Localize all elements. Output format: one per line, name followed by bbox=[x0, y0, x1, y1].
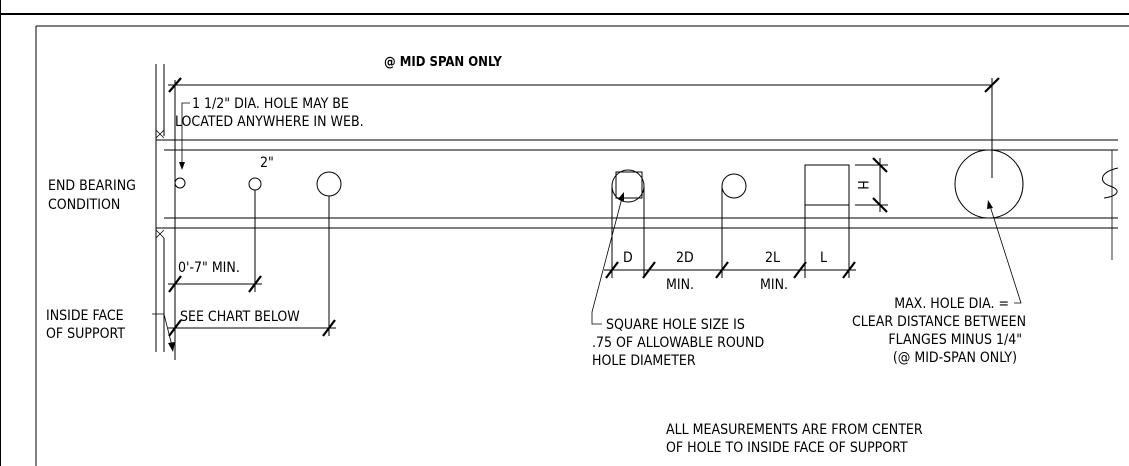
round-hole-small bbox=[721, 173, 747, 199]
web-holes bbox=[174, 149, 1024, 219]
small-hole-note: 1 1/2" DIA. HOLE MAY BE LOCATED ANYWHERE… bbox=[175, 96, 364, 170]
support-wall bbox=[155, 64, 165, 352]
square-hole-inset bbox=[615, 171, 643, 199]
square-hole-note: SQUARE HOLE SIZE IS .75 OF ALLOWABLE ROU… bbox=[591, 192, 764, 369]
see-chart-label: SEE CHART BELOW bbox=[180, 309, 300, 325]
height-dimension: H bbox=[854, 157, 888, 213]
max-hole-line2: CLEAR DISTANCE BETWEEN bbox=[852, 314, 1026, 330]
dim-2D: 2D bbox=[676, 250, 694, 266]
min-7in-label: 0'-7" MIN. bbox=[178, 260, 240, 276]
end-bearing-line1: END BEARING bbox=[48, 178, 136, 194]
inside-face-line1: INSIDE FACE bbox=[46, 308, 124, 324]
all-measurements-line2: OF HOLE TO INSIDE FACE OF SUPPORT bbox=[666, 440, 908, 456]
min-label-2: MIN. bbox=[760, 277, 788, 293]
dim-H: H bbox=[854, 180, 870, 189]
max-hole-note: MAX. HOLE DIA. = CLEAR DISTANCE BETWEEN … bbox=[852, 200, 1026, 366]
square-note-line3: HOLE DIAMETER bbox=[592, 353, 696, 369]
inside-face-line2: OF SUPPORT bbox=[46, 326, 125, 342]
max-round-hole bbox=[954, 149, 1024, 219]
dim-2L: 2L bbox=[765, 250, 780, 266]
min-7in-dimension: 0'-7" MIN. bbox=[168, 190, 262, 293]
dim-2in: 2" bbox=[260, 155, 274, 171]
square-note-line1: SQUARE HOLE SIZE IS bbox=[606, 317, 745, 333]
max-hole-line3: FLANGES MINUS 1/4" bbox=[888, 332, 1022, 348]
square-hole bbox=[804, 164, 850, 206]
square-note-line2: .75 OF ALLOWABLE ROUND bbox=[592, 335, 764, 351]
hole-note-line2: LOCATED ANYWHERE IN WEB. bbox=[175, 114, 364, 130]
hole-note-line1: 1 1/2" DIA. HOLE MAY BE bbox=[192, 96, 349, 112]
small-hole-2 bbox=[248, 177, 262, 191]
all-measurements-line1: ALL MEASUREMENTS ARE FROM CENTER bbox=[666, 422, 923, 438]
mid-span-dimension: @ MID SPAN ONLY bbox=[168, 55, 1000, 360]
end-bearing-line2: CONDITION bbox=[48, 197, 120, 213]
dim-L: L bbox=[820, 250, 827, 266]
round-hole-3 bbox=[316, 171, 342, 197]
inside-face-note: INSIDE FACE OF SUPPORT bbox=[46, 308, 175, 352]
round-hole-with-square bbox=[611, 169, 645, 203]
mid-span-label: @ MID SPAN ONLY bbox=[384, 55, 502, 70]
i-joist bbox=[156, 139, 1119, 260]
min-label-1: MIN. bbox=[666, 277, 694, 293]
max-hole-line1: MAX. HOLE DIA. = bbox=[894, 296, 1009, 312]
max-hole-line4: (@ MID-SPAN ONLY) bbox=[893, 350, 1017, 366]
small-hole-1 bbox=[174, 177, 186, 189]
dim-D: D bbox=[623, 250, 633, 266]
see-chart-dimension: SEE CHART BELOW bbox=[168, 196, 336, 337]
hole-spacing-dimensions: D 2D MIN. 2L L MIN. bbox=[604, 186, 856, 293]
